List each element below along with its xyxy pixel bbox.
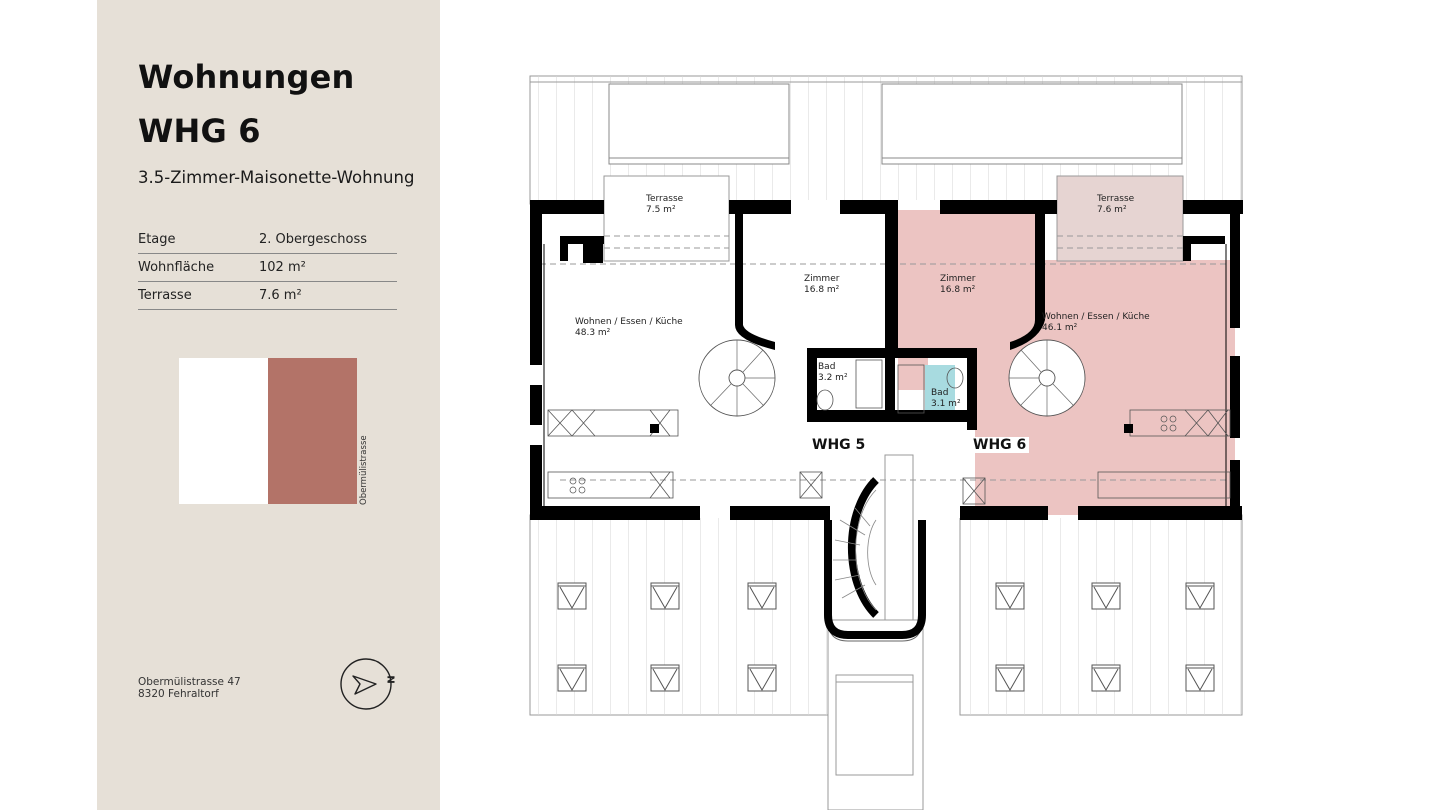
site-plan-highlighted-unit	[268, 358, 357, 504]
page-title: Wohnungen	[138, 58, 355, 96]
room-label-bad-whg5: Bad 3.2 m²	[818, 362, 848, 384]
room-label-wek-whg5: Wohnen / Essen / Küche 48.3 m²	[575, 317, 683, 339]
info-row-wohnflaeche: Wohnfläche 102 m²	[138, 254, 397, 282]
room-name: Terrasse	[1097, 194, 1135, 204]
info-row-etage: Etage 2. Obergeschoss	[138, 226, 397, 254]
unit-label-whg6: WHG 6	[970, 437, 1030, 453]
unit-title: WHG 6	[138, 112, 261, 150]
info-value: 7.6 m²	[259, 288, 302, 303]
room-name: Zimmer	[804, 274, 840, 284]
room-area: 3.1 m²	[931, 399, 961, 409]
compass-north-label: N	[386, 675, 398, 684]
room-area: 46.1 m²	[1042, 323, 1078, 333]
room-label-zimmer-whg6: Zimmer 16.8 m²	[940, 274, 975, 296]
room-label-zimmer-whg5: Zimmer 16.8 m²	[804, 274, 839, 296]
room-area: 16.8 m²	[940, 285, 976, 295]
address-city: 8320 Fehraltorf	[138, 688, 219, 700]
address-street: Obermülistrasse 47	[138, 676, 241, 688]
info-row-terrasse: Terrasse 7.6 m²	[138, 282, 397, 310]
address: Obermülistrasse 47 8320 Fehraltorf	[138, 676, 241, 700]
room-name: Terrasse	[646, 194, 684, 204]
street-label-wrap: Obermülistrasse	[359, 435, 371, 585]
room-name: Wohnen / Essen / Küche	[1042, 312, 1150, 322]
north-arrow-icon: N	[338, 656, 398, 716]
info-key: Terrasse	[138, 288, 192, 303]
info-value: 2. Obergeschoss	[259, 232, 368, 247]
room-area: 7.5 m²	[646, 205, 676, 215]
info-key: Wohnfläche	[138, 260, 215, 275]
site-plan	[179, 358, 357, 504]
room-label-terrasse-whg5: Terrasse 7.5 m²	[646, 194, 683, 216]
room-name: Zimmer	[940, 274, 976, 284]
room-label-terrasse-whg6: Terrasse 7.6 m²	[1097, 194, 1134, 216]
room-label-wek-whg6: Wohnen / Essen / Küche 46.1 m²	[1042, 312, 1150, 334]
unit-type: 3.5-Zimmer-Maisonette-Wohnung	[138, 168, 415, 187]
info-value: 102 m²	[259, 260, 306, 275]
room-label-bad-whg6: Bad 3.1 m²	[931, 388, 961, 410]
info-key: Etage	[138, 232, 176, 247]
room-area: 7.6 m²	[1097, 205, 1127, 215]
street-label: Obermülistrasse	[359, 435, 369, 505]
unit-info-table: Etage 2. Obergeschoss Wohnfläche 102 m² …	[138, 226, 397, 310]
room-name: Bad	[931, 388, 949, 398]
room-name: Wohnen / Essen / Küche	[575, 317, 683, 327]
room-area: 16.8 m²	[804, 285, 840, 295]
room-area: 48.3 m²	[575, 328, 611, 338]
unit-label-whg5: WHG 5	[812, 437, 866, 453]
room-area: 3.2 m²	[818, 373, 848, 383]
floor-plan: Terrasse 7.5 m² Zimmer 16.8 m² Wohnen / …	[520, 60, 1280, 810]
site-plan-other-unit	[179, 358, 268, 504]
info-panel: Wohnungen WHG 6 3.5-Zimmer-Maisonette-Wo…	[97, 0, 440, 810]
room-name: Bad	[818, 362, 836, 372]
